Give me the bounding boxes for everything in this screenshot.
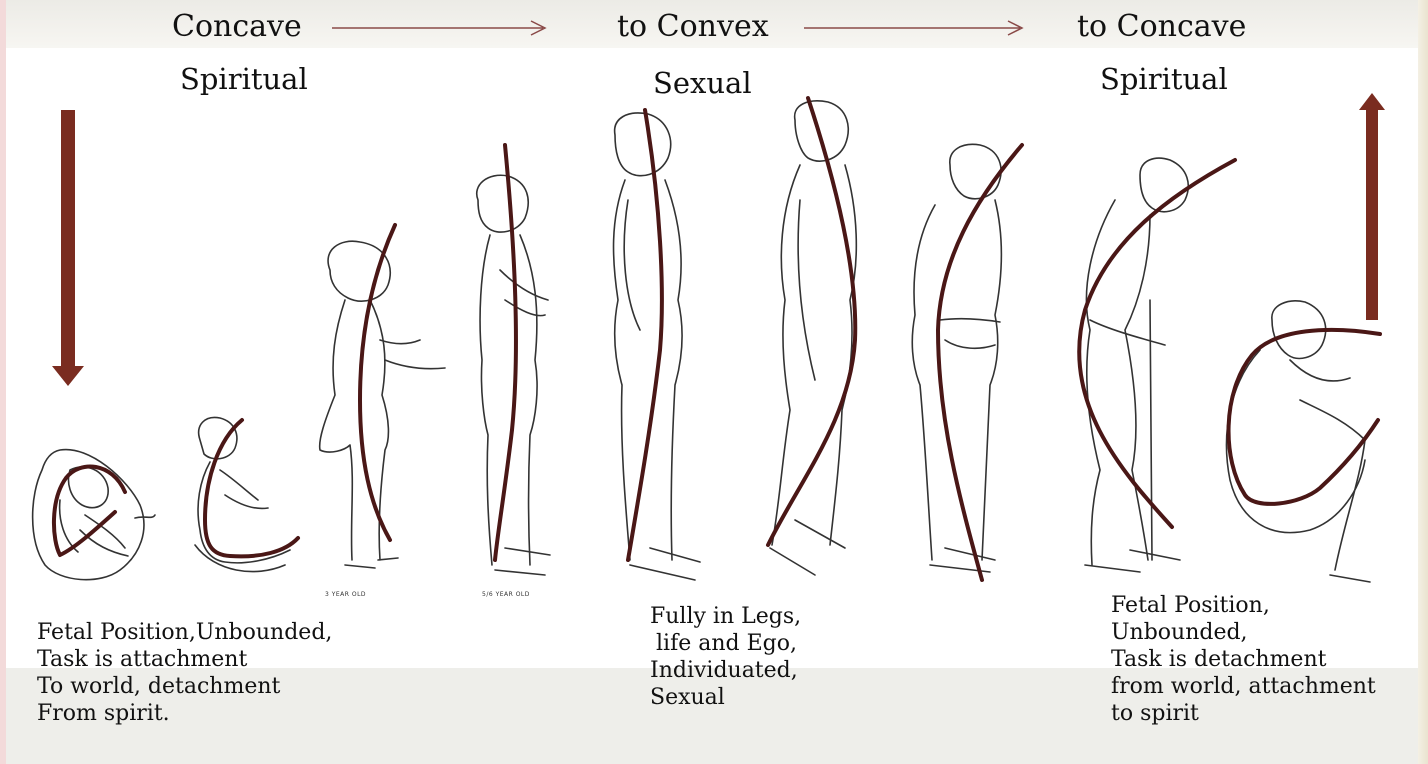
caption-right-line: Unbounded, [1111, 619, 1376, 646]
age-label-3-year: 3 YEAR OLD [325, 591, 366, 598]
baby-figure [195, 417, 290, 571]
down-arrow-icon [52, 110, 84, 386]
caption-middle-line: Sexual [650, 684, 801, 711]
caption-left-line: Task is attachment [37, 646, 332, 673]
caption-right-line: Task is detachment [1111, 646, 1376, 673]
toddler-figure [320, 241, 445, 568]
caption-middle-line: Fully in Legs, [650, 603, 801, 630]
up-arrow-icon [1359, 93, 1385, 320]
caption-left-line: To world, detachment [37, 673, 332, 700]
crouching-elderly-figure [1227, 301, 1370, 582]
curve-fetus [54, 466, 125, 555]
caption-left-line: Fetal Position,Unbounded, [37, 619, 332, 646]
right-arrow-icon [332, 21, 545, 35]
caption-right-line: to spirit [1111, 700, 1376, 727]
caption-middle: Fully in Legs, life and Ego, Individuate… [650, 603, 801, 711]
elderly-figure [1085, 158, 1188, 572]
caption-middle-line: life and Ego, [650, 630, 801, 657]
caption-right: Fetal Position, Unbounded, Task is detac… [1111, 592, 1376, 727]
caption-middle-line: Individuated, [650, 657, 801, 684]
caption-right-line: from world, attachment [1111, 673, 1376, 700]
fetus-figure [33, 450, 155, 580]
right-arrow-icon [804, 21, 1022, 35]
curve-baby [205, 420, 298, 556]
caption-left-line: From spirit. [37, 700, 332, 727]
caption-left: Fetal Position,Unbounded, Task is attach… [37, 619, 332, 727]
age-label-5-6-year: 5/6 YEAR OLD [482, 591, 530, 598]
caption-right-line: Fetal Position, [1111, 592, 1376, 619]
man-figure [770, 101, 856, 575]
older-man-figure [912, 144, 1001, 572]
curve-child [495, 145, 516, 560]
curve-woman [628, 110, 662, 560]
curve-older-man [938, 145, 1022, 580]
